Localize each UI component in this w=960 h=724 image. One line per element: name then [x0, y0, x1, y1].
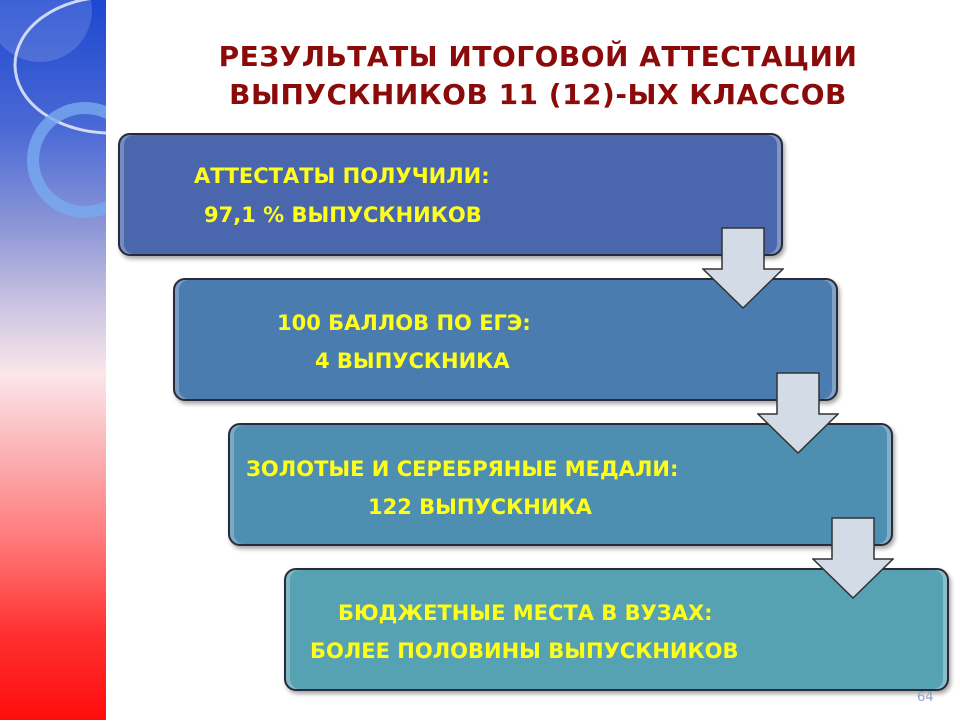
step-value: 122 ВЫПУСКНИКА	[368, 495, 592, 519]
decorative-side-strip	[0, 0, 207, 720]
decorative-circles-icon	[0, 0, 207, 218]
page-number: 64	[917, 690, 934, 705]
step-value: 97,1 % ВЫПУСКНИКОВ	[204, 203, 482, 227]
step-label: ЗОЛОТЫЕ И СЕРЕБРЯНЫЕ МЕДАЛИ:	[246, 457, 679, 481]
step-box-ege-100: 100 БАЛЛОВ ПО ЕГЭ: 4 ВЫПУСКНИКА	[173, 278, 838, 401]
step-box-budget-places: БЮДЖЕТНЫЕ МЕСТА В ВУЗАХ: БОЛЕЕ ПОЛОВИНЫ …	[284, 568, 949, 691]
title-line-1: РЕЗУЛЬТАТЫ ИТОГОВОЙ АТТЕСТАЦИИ	[218, 40, 858, 73]
step-value: 4 ВЫПУСКНИКА	[315, 349, 510, 373]
slide-title: РЕЗУЛЬТАТЫ ИТОГОВОЙ АТТЕСТАЦИИ ВЫПУСКНИК…	[120, 38, 956, 114]
step-label: 100 БАЛЛОВ ПО ЕГЭ:	[277, 311, 531, 335]
step-box-medals: ЗОЛОТЫЕ И СЕРЕБРЯНЫЕ МЕДАЛИ: 122 ВЫПУСКН…	[228, 423, 893, 546]
title-line-2: ВЫПУСКНИКОВ 11 (12)-ЫХ КЛАССОВ	[229, 78, 847, 111]
step-label: АТТЕСТАТЫ ПОЛУЧИЛИ:	[194, 164, 490, 188]
down-arrow-icon	[702, 227, 784, 309]
down-arrow-icon	[757, 372, 839, 454]
down-arrow-icon	[812, 517, 894, 599]
step-value: БОЛЕЕ ПОЛОВИНЫ ВЫПУСКНИКОВ	[310, 639, 739, 663]
step-box-certificates: АТТЕСТАТЫ ПОЛУЧИЛИ: 97,1 % ВЫПУСКНИКОВ	[118, 133, 783, 256]
step-label: БЮДЖЕТНЫЕ МЕСТА В ВУЗАХ:	[338, 601, 713, 625]
